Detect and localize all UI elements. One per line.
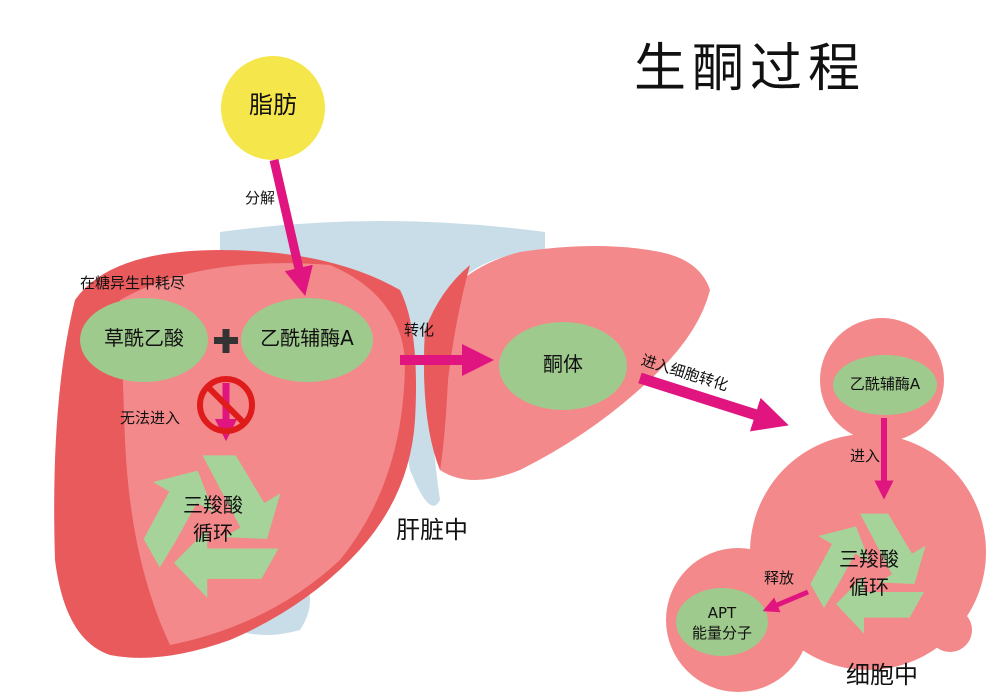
atp-label-line1: APT xyxy=(707,604,737,622)
enter-cell-arrow xyxy=(638,372,789,432)
fat-node xyxy=(221,56,325,160)
acetyl-coa-liver-node xyxy=(241,298,373,382)
acetyl-coa-liver-label: 乙酰辅酶A xyxy=(260,326,354,350)
decompose-arrow xyxy=(269,158,313,297)
atp-label-line2: 能量分子 xyxy=(691,624,752,642)
ketone-node xyxy=(499,322,627,410)
acetyl-coa-cell-label: 乙酰辅酶A xyxy=(849,375,921,393)
oxaloacetate-label: 草酰乙酸 xyxy=(104,326,184,350)
acetyl-coa-cell-node xyxy=(833,355,937,415)
release-label: 释放 xyxy=(764,569,795,587)
convert-label: 转化 xyxy=(404,321,435,339)
depleted-label: 在糖异生中耗尽 xyxy=(80,274,186,292)
fat-label: 脂肪 xyxy=(249,91,297,119)
tca-liver-label-line2: 循环 xyxy=(193,521,233,545)
decompose-label: 分解 xyxy=(245,189,276,207)
tca-cell-label-line1: 三羧酸 xyxy=(839,547,899,571)
page-title: 生酮过程 xyxy=(634,39,867,99)
liver-right-lobe-edge xyxy=(424,265,470,470)
cell-small-bump xyxy=(928,608,972,652)
cell-region-label: 细胞中 xyxy=(846,661,918,689)
tca-cell-label-line2: 循环 xyxy=(849,575,889,599)
tca-liver-label-line1: 三羧酸 xyxy=(183,493,243,517)
oxaloacetate-node xyxy=(80,298,208,382)
plus-icon xyxy=(214,329,238,353)
gallbladder-shape xyxy=(220,221,545,506)
ketone-label: 酮体 xyxy=(543,352,583,376)
blocked-label: 无法进入 xyxy=(120,409,181,427)
release-arrow xyxy=(762,589,809,613)
enter-label: 进入 xyxy=(850,447,881,465)
atp-node xyxy=(676,588,768,656)
liver-region-label: 肝脏中 xyxy=(396,516,468,544)
no-entry-icon xyxy=(197,376,255,434)
